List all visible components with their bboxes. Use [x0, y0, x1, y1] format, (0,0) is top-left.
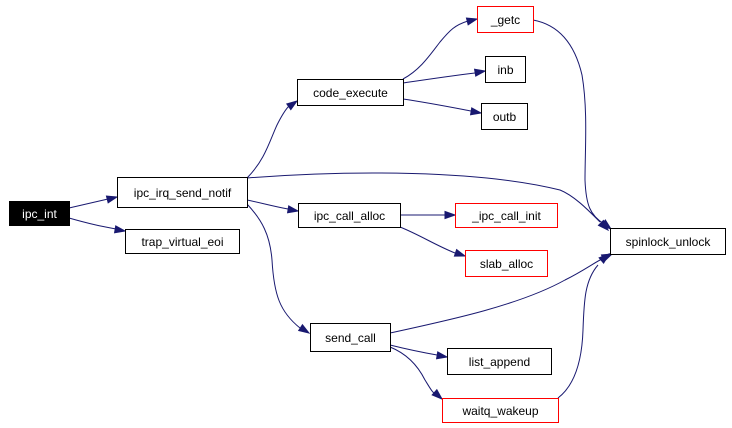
node-box[interactable]: [442, 398, 559, 423]
node-waitq-wakeup[interactable]: waitq_wakeup: [442, 398, 559, 423]
node-label: ipc_int: [22, 207, 57, 221]
edge-waitq_wakeup-to-spinlock_unlock: [557, 264, 599, 399]
node-ipc-call-alloc[interactable]: ipc_call_alloc: [298, 203, 401, 228]
node-label: list_append: [469, 355, 530, 369]
node-label: _ipc_call_init: [471, 209, 541, 223]
node-trap-virtual-eoi[interactable]: trap_virtual_eoi: [125, 229, 240, 254]
arrowhead-ipc_irq_send_notif-to-ipc_call_alloc: [286, 205, 300, 214]
node-ipc-irq-send-notif[interactable]: ipc_irq_send_notif: [117, 177, 248, 208]
nodes-layer: ipc_int ipc_irq_send_notif trap_virtual_eo…: [9, 6, 726, 423]
node-label: trap_virtual_eoi: [141, 235, 223, 249]
node-box[interactable]: [117, 177, 248, 208]
edge-ipc_call_alloc-to-slab_alloc: [399, 226, 456, 254]
node-label: slab_alloc: [480, 257, 533, 271]
arrowhead-ipc_irq_send_notif-to-code_execute: [285, 100, 299, 111]
node-box[interactable]: [455, 203, 558, 228]
arrowhead-waitq_wakeup-to-spinlock_unlock: [598, 253, 611, 264]
node-box[interactable]: [125, 229, 240, 254]
edge-ipc_irq_send_notif-to-send_call: [246, 203, 301, 329]
node-inb[interactable]: inb: [485, 56, 526, 83]
node-label: ipc_call_alloc: [314, 209, 385, 223]
arrowhead-code_execute-to-outb: [469, 107, 483, 116]
node-box[interactable]: [9, 201, 70, 226]
node-getc[interactable]: _getc: [477, 6, 534, 33]
arrowhead-ipc_int-to-ipc_irq_send_notif: [105, 195, 119, 204]
edge-send_call-to-spinlock_unlock: [389, 257, 605, 334]
arrowhead-_getc-to-spinlock_unlock: [600, 219, 613, 230]
edge-ipc_int-to-trap_virtual_eoi: [68, 217, 117, 230]
node-label: code_execute: [313, 86, 388, 100]
node-box[interactable]: [465, 250, 548, 277]
node-send-call[interactable]: send_call: [310, 323, 391, 352]
node-box[interactable]: [481, 103, 528, 130]
node-box[interactable]: [298, 203, 401, 228]
edge-code_execute-to-outb: [402, 98, 472, 112]
node-label: ipc_irq_send_notif: [134, 186, 232, 200]
arrowhead-ipc_call_alloc-to-slab_alloc: [453, 248, 467, 257]
edge-code_execute-to-_getc: [402, 20, 469, 80]
node-outb[interactable]: outb: [481, 103, 528, 130]
node-box[interactable]: [610, 228, 726, 255]
node-label: spinlock_unlock: [626, 235, 712, 249]
edge-ipc_irq_send_notif-to-code_execute: [246, 105, 290, 179]
arrowhead-ipc_call_alloc-to-_ipc_call_init: [444, 210, 457, 220]
arrowhead-ipc_int-to-trap_virtual_eoi: [113, 225, 127, 234]
edge-send_call-to-list_append: [389, 344, 438, 356]
arrowhead-send_call-to-list_append: [435, 351, 449, 360]
node-spinlock-unlock[interactable]: spinlock_unlock: [610, 228, 726, 255]
edge-ipc_irq_send_notif-to-spinlock_unlock: [246, 172, 601, 223]
node-box[interactable]: [297, 79, 404, 106]
arrowhead-code_execute-to-_getc: [465, 17, 479, 26]
node-code-execute[interactable]: code_execute: [297, 79, 404, 106]
edge-send_call-to-waitq_wakeup: [389, 346, 437, 396]
node-slab-alloc[interactable]: slab_alloc: [465, 250, 548, 277]
node-box[interactable]: [477, 6, 534, 33]
edge-ipc_irq_send_notif-to-ipc_call_alloc: [246, 199, 289, 210]
arrowhead-ipc_irq_send_notif-to-send_call: [297, 323, 311, 334]
arrowhead-send_call-to-waitq_wakeup: [431, 388, 444, 401]
edge-code_execute-to-inb: [402, 72, 476, 84]
node-label: send_call: [325, 331, 376, 345]
node-box[interactable]: [447, 348, 552, 375]
edge-ipc_int-to-ipc_irq_send_notif: [68, 198, 109, 209]
node-box[interactable]: [485, 56, 526, 83]
edge-_getc-to-spinlock_unlock: [532, 19, 605, 225]
edges-layer: [68, 17, 614, 401]
node-list-append[interactable]: list_append: [447, 348, 552, 375]
node-label: inb: [497, 63, 513, 77]
node-box[interactable]: [310, 323, 391, 352]
node-label: outb: [493, 110, 517, 124]
node-ipc-call-init[interactable]: _ipc_call_init: [455, 203, 558, 228]
node-label: _getc: [490, 13, 520, 27]
node-ipc-int[interactable]: ipc_int: [9, 201, 70, 226]
arrowhead-code_execute-to-inb: [473, 68, 487, 77]
node-label: waitq_wakeup: [461, 404, 538, 418]
